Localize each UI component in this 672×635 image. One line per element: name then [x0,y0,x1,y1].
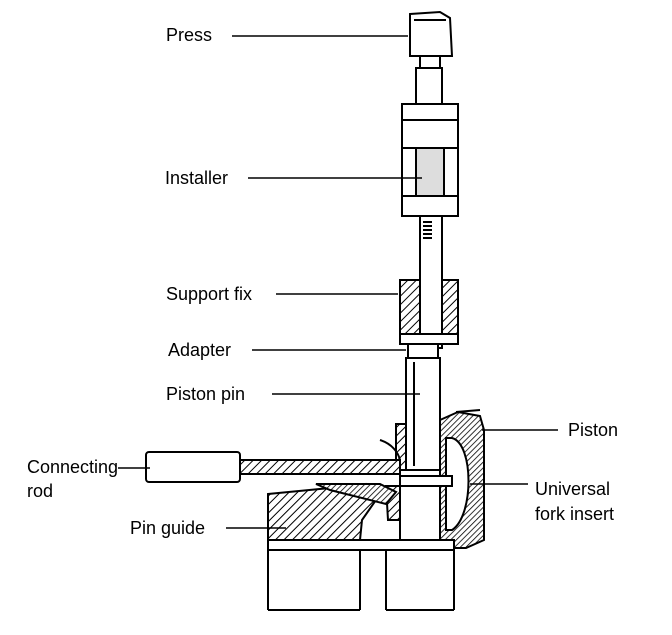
label-adapter: Adapter [168,340,232,360]
label-connecting-rod-line2: rod [27,481,54,501]
label-installer: Installer [165,168,229,188]
pin-guide-part [267,482,455,551]
label-universal-fork-insert-line2: fork insert [535,504,615,524]
support-fix-part [399,279,459,345]
base-part [267,550,455,611]
installer-part [401,103,459,217]
universal-fork-insert-part [384,475,453,541]
press-part [409,10,454,105]
label-press: Press [166,25,213,45]
installer-shaft [419,215,443,349]
label-piston-pin: Piston pin [166,384,246,404]
connecting-rod-part [145,439,401,483]
piston-pin-part [405,357,441,471]
adapter-part [407,343,439,359]
label-support-fix: Support fix [166,284,253,304]
label-pin-guide: Pin guide [130,518,206,538]
label-connecting-rod-line1: Connecting [27,457,119,477]
piston-part [395,409,485,549]
leader-lines [118,35,558,529]
label-universal-fork-insert-line1: Universal [535,479,611,499]
label-piston: Piston [568,420,619,440]
